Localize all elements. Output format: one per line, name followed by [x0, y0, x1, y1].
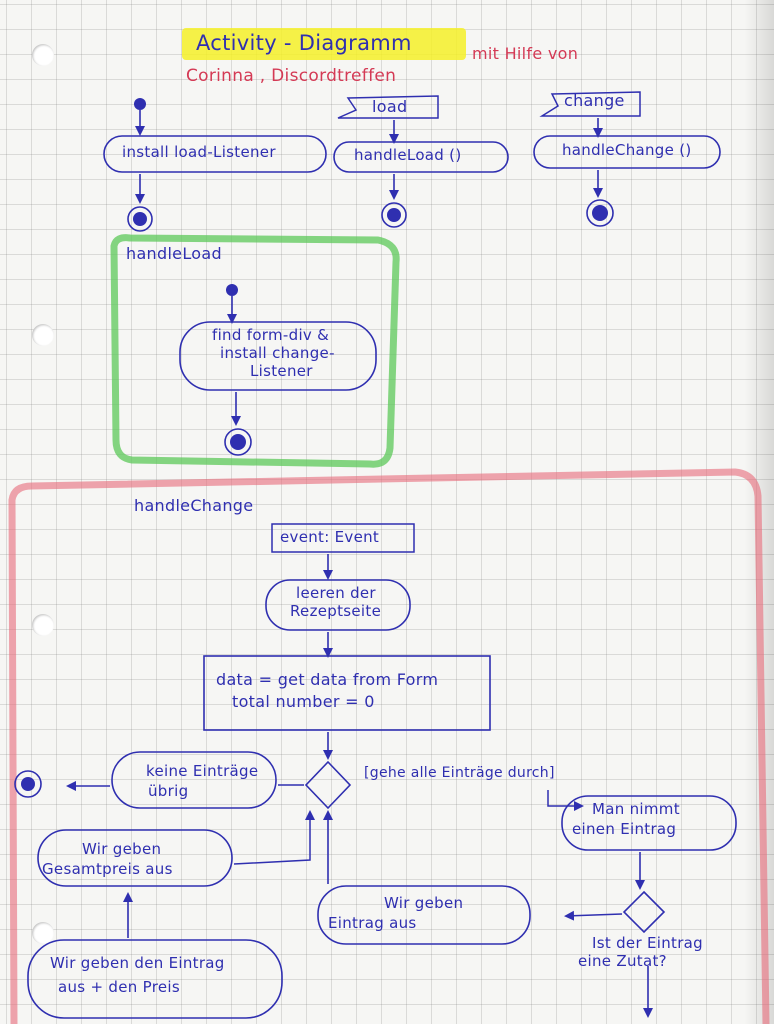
- clear-page-box: [265, 579, 411, 631]
- find-form-line2: install change-: [220, 344, 335, 362]
- total-price-line1: Wir geben: [82, 840, 162, 858]
- credit-names: Corinna , Discordtreffen: [186, 66, 397, 86]
- take-entry-line2: einen Eintrag: [572, 820, 677, 838]
- punch-hole: [32, 324, 54, 346]
- punch-hole: [32, 922, 54, 944]
- find-form-line1: find form-div &: [212, 326, 330, 344]
- initial-node-icon: [134, 98, 146, 110]
- handlechange-frame-label: handleChange: [134, 496, 254, 515]
- output-entry-line2: Eintrag aus: [328, 914, 417, 932]
- handle-load-label: handleLoad (): [354, 146, 462, 164]
- handleload-frame: [110, 234, 400, 468]
- install-listener-label: install load-Listener: [122, 143, 276, 161]
- output-entry-line1: Wir geben: [384, 894, 464, 912]
- data-line1: data = get data from Form: [216, 670, 439, 689]
- handle-load-box: [333, 141, 509, 173]
- handlechange-frame: [8, 468, 770, 1024]
- output-entry-box: [317, 885, 531, 945]
- no-entries-line1: keine Einträge: [146, 762, 259, 780]
- ingredient-q-line1: Ist der Eintrag: [592, 934, 703, 952]
- take-entry-line1: Man nimmt: [592, 800, 680, 818]
- loop-decision-diamond: [304, 760, 352, 810]
- final-node-icon: [133, 212, 147, 226]
- credit-prefix: mit Hilfe von: [472, 44, 579, 63]
- clear-page-line1: leeren der: [296, 584, 376, 602]
- punch-hole: [32, 614, 54, 636]
- handle-change-box: [533, 135, 721, 169]
- take-entry-box: [561, 795, 737, 851]
- handle-change-label: handleChange (): [562, 141, 692, 159]
- load-signal-label: load: [372, 97, 408, 116]
- change-signal-label: change: [564, 91, 625, 110]
- clear-page-line2: Rezeptseite: [290, 602, 382, 620]
- find-form-line3: Listener: [250, 362, 313, 380]
- data-line2: total number = 0: [232, 692, 375, 711]
- output-price-box: [27, 939, 283, 1019]
- final-node-icon: [21, 777, 35, 791]
- handleload-frame-label: handleLoad: [126, 244, 222, 263]
- total-price-line2: Gesamtpreis aus: [42, 860, 173, 878]
- final-node-icon: [387, 208, 401, 222]
- output-price-line1: Wir geben den Eintrag: [50, 954, 225, 972]
- total-price-box: [37, 829, 233, 887]
- final-node-icon: [592, 205, 608, 221]
- output-price-line2: aus + den Preis: [58, 978, 180, 996]
- change-signal-shape: [539, 91, 641, 117]
- find-form-box: [179, 321, 377, 391]
- final-node-icon: [230, 434, 246, 450]
- title-highlight: [182, 28, 466, 60]
- no-entries-line2: übrig: [148, 782, 189, 800]
- punch-hole: [32, 44, 54, 66]
- ingredient-decision-diamond: [622, 890, 666, 934]
- initial-node-icon: [226, 284, 238, 296]
- loop-guard-label: [gehe alle Einträge durch]: [364, 765, 555, 781]
- load-signal-shape: [337, 95, 439, 119]
- page-title: Activity - Diagramm: [196, 31, 412, 55]
- event-param-box: [271, 523, 415, 553]
- data-box: [203, 655, 491, 731]
- ingredient-q-line2: eine Zutat?: [578, 952, 667, 970]
- no-entries-box: [111, 751, 277, 809]
- install-listener-box: [103, 135, 327, 173]
- event-param-label: event: Event: [280, 528, 380, 546]
